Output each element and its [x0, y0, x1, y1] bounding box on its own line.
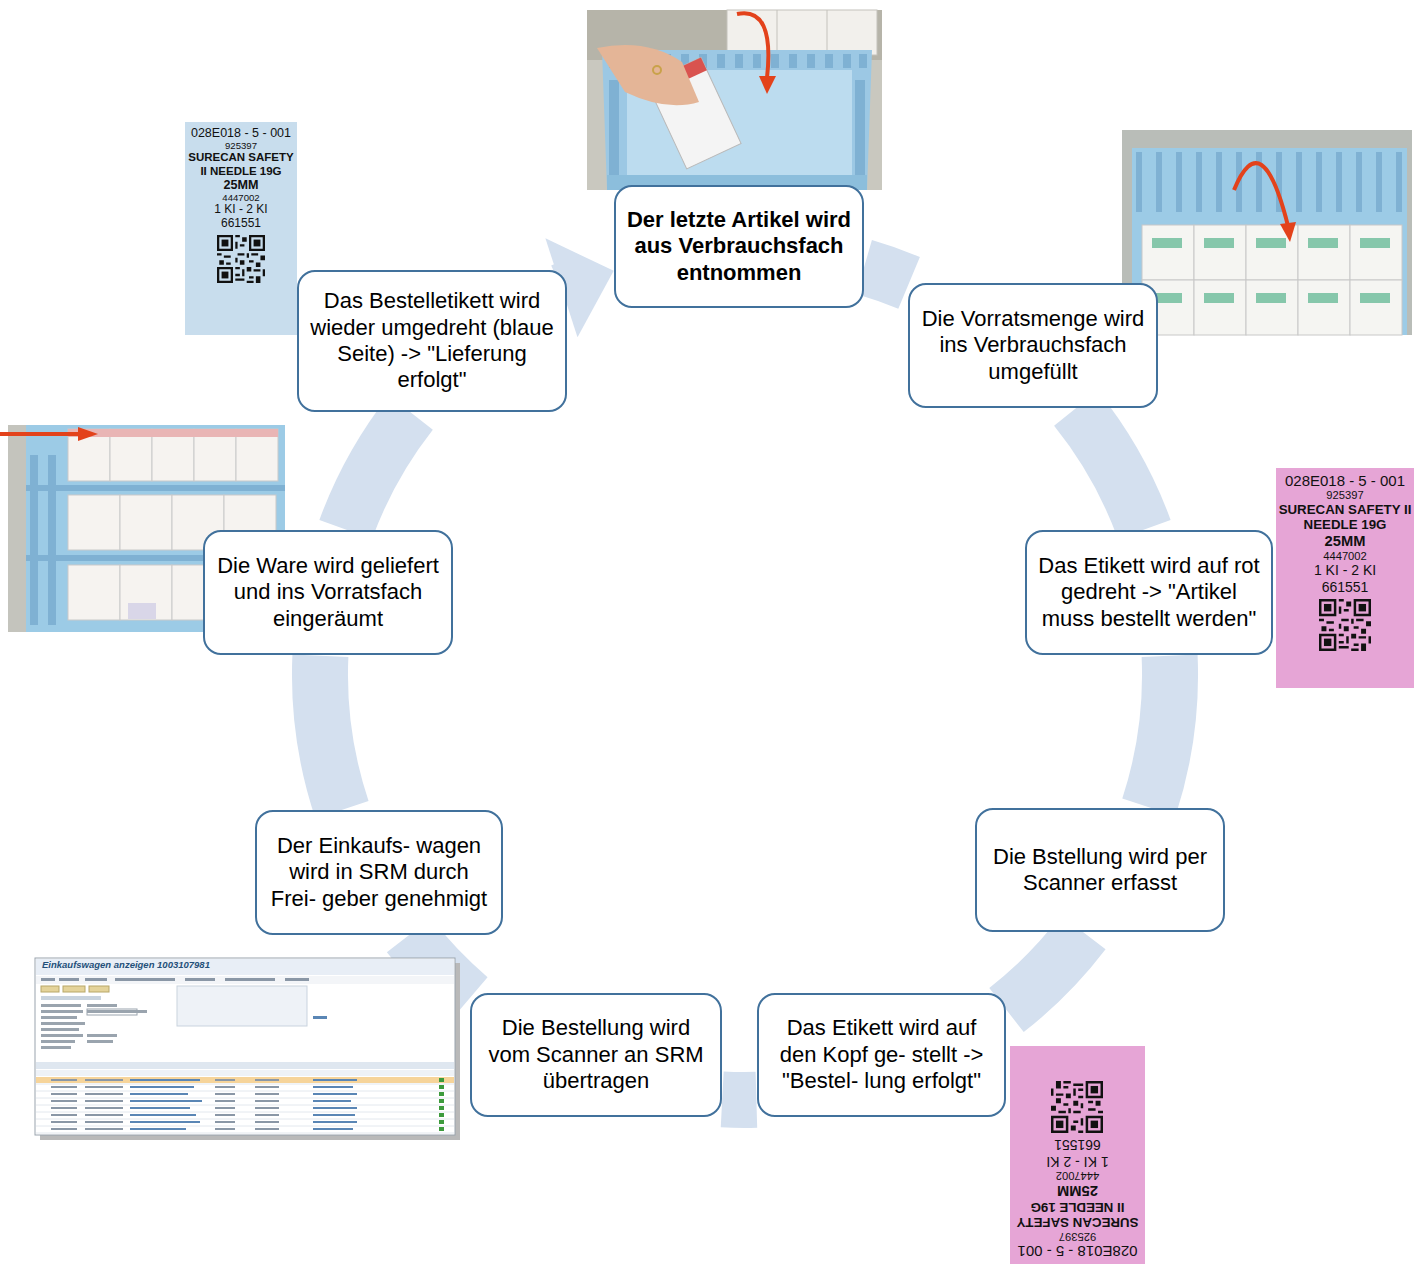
- label-text: 25MM: [1325, 533, 1366, 550]
- process-box: Die Ware wird geliefert und ins Vorratsf…: [203, 530, 453, 655]
- cycle-band: [1076, 408, 1144, 529]
- process-box: Das Etikett wird auf den Kopf ge- stellt…: [757, 993, 1006, 1117]
- cycle-band: [864, 267, 909, 283]
- cycle-band: [722, 1071, 756, 1128]
- label-text: 661551: [1322, 579, 1369, 595]
- screenshot-title: Einkaufswagen anzeigen 1003107981: [42, 960, 210, 971]
- order-label-card: 028E018 - 5 - 001925397SURECAN SAFETY II…: [1276, 468, 1414, 688]
- qr-code: [1319, 599, 1371, 651]
- label-text: 1 KI - 2 KI: [1314, 562, 1376, 578]
- cycle-arrow: [1149, 656, 1170, 808]
- label-text: 925397: [225, 140, 257, 151]
- step-text: Die Bstellung wird per Scanner erfasst: [987, 844, 1213, 897]
- step-text: Die Ware wird geliefert und ins Vorratsf…: [215, 553, 441, 632]
- order-label-card: 028E018 - 5 - 001925397SURECAN SAFETY II…: [185, 122, 297, 335]
- label-text: 028E018 - 5 - 001: [1285, 472, 1405, 489]
- label-text: SURECAN SAFETY II NEEDLE 19G: [187, 151, 295, 177]
- cycle-arrow: [320, 656, 342, 810]
- cycle-arrow: [864, 267, 909, 283]
- step-text: Der Einkaufs- wagen wird in SRM durch Fr…: [267, 833, 491, 912]
- process-box: Das Etikett wird auf rot gedreht -> "Art…: [1025, 530, 1273, 655]
- label-text: 4447002: [222, 192, 259, 203]
- step-text: Die Bestellung wird vom Scanner an SRM ü…: [482, 1015, 710, 1094]
- qr-code: [1052, 1081, 1104, 1133]
- qr-code: [217, 235, 265, 283]
- process-box: Die Bestellung wird vom Scanner an SRM ü…: [470, 993, 722, 1117]
- cycle-band: [1149, 656, 1170, 808]
- process-box: Das Bestelletikett wird wieder umgedreht…: [297, 270, 567, 412]
- label-text: 028E018 - 5 - 001: [191, 126, 291, 140]
- cycle-arrow: [1076, 408, 1144, 529]
- label-text: 4447002: [1056, 1170, 1100, 1183]
- label-text: SURECAN SAFETY II NEEDLE 19G: [1278, 502, 1412, 533]
- label-text: 1 KI - 2 KI: [214, 203, 267, 217]
- label-text: 925397: [1326, 489, 1363, 502]
- srm-screenshot: [35, 958, 460, 1140]
- order-label-card: 028E018 - 5 - 001925397SURECAN SAFETY II…: [1010, 1046, 1145, 1264]
- step-text: Der letzte Artikel wird aus Verbrauchsfa…: [626, 207, 852, 286]
- step-text: Das Etikett wird auf den Kopf ge- stellt…: [769, 1015, 994, 1094]
- cycle-band: [346, 413, 411, 530]
- photo-basket-take: [587, 10, 882, 190]
- step-text: Die Vorratsmenge wird ins Verbrauchsfach…: [920, 306, 1146, 385]
- cycle-arrow: [1007, 932, 1084, 1010]
- label-text: 661551: [221, 217, 261, 231]
- label-text: 1 KI - 2 KI: [1046, 1153, 1108, 1169]
- screenshot-title-host: Einkaufswagen anzeigen 1003107981: [42, 960, 210, 971]
- cycle-arrow: [722, 1099, 756, 1101]
- label-text: 661551: [1054, 1137, 1101, 1153]
- step-text: Das Etikett wird auf rot gedreht -> "Art…: [1037, 553, 1261, 632]
- process-box: Die Bstellung wird per Scanner erfasst: [975, 808, 1225, 932]
- process-box: Der letzte Artikel wird aus Verbrauchsfa…: [614, 185, 864, 308]
- cycle-arrow: [346, 413, 411, 530]
- photo-basket-refill: [1122, 130, 1412, 335]
- label-text: 25MM: [224, 178, 259, 192]
- label-text: 925397: [1059, 1230, 1096, 1243]
- process-box: Die Vorratsmenge wird ins Verbrauchsfach…: [908, 283, 1158, 408]
- step-text: Das Bestelletikett wird wieder umgedreht…: [309, 288, 555, 394]
- label-text: 25MM: [1057, 1182, 1098, 1199]
- label-text: 028E018 - 5 - 001: [1017, 1243, 1137, 1260]
- process-box: Der Einkaufs- wagen wird in SRM durch Fr…: [255, 810, 503, 935]
- cycle-band: [320, 656, 342, 810]
- cycle-band: [1007, 932, 1084, 1010]
- label-text: 4447002: [1323, 550, 1367, 563]
- label-text: SURECAN SAFETY II NEEDLE 19G: [1012, 1199, 1143, 1230]
